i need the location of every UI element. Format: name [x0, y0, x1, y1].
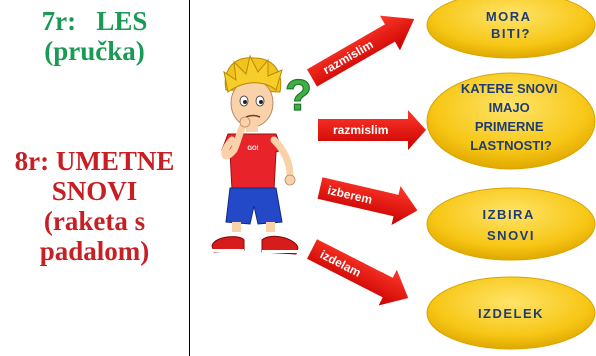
arrow-izberem: izberem	[317, 177, 418, 226]
grade8-text: 8r: UMETNE SNOVI (raketa s padalom)	[0, 146, 189, 266]
arrow-razmislim-1: razmislim	[307, 15, 415, 87]
bubble1-line2: BITI?	[491, 26, 531, 41]
svg-text:KATERE SNOVI IMAJO: KATERE SNOVI IMAJO PRIMERNE LASTNOSTI?	[461, 81, 561, 153]
bubble-mora-biti: MORA BITI?	[426, 0, 596, 59]
bubble2-line4: LASTNOSTI?	[470, 138, 552, 153]
bubble4-line1: IZDELEK	[478, 306, 544, 321]
grade7-title: 7r: LES	[41, 6, 148, 36]
grade8-title: 8r: UMETNE	[14, 146, 175, 176]
grade7-text: 7r: LES (pručka)	[0, 6, 189, 66]
grade8-line4: padalom)	[39, 236, 150, 266]
bubble-katere-snovi: KATERE SNOVI IMAJO PRIMERNE LASTNOSTI?	[426, 72, 596, 170]
grade8-line2: SNOVI	[51, 176, 138, 206]
bubble3-line1: IZBIRA	[483, 207, 535, 222]
thinking-boy-figure: ? GO!	[211, 54, 312, 255]
arrow-izdelam: izdelam	[307, 239, 409, 306]
bubble2-line1: KATERE SNOVI	[461, 81, 558, 96]
svg-text:IZBIRA SNOVI: IZBIRA SNOVI	[483, 207, 540, 243]
grade7-subtitle: (pručka)	[44, 36, 145, 66]
svg-text:MORA BITI?: MORA BITI?	[486, 9, 536, 41]
arrow2-label: razmislim	[333, 123, 388, 137]
bubble2-line3: PRIMERNE	[475, 119, 544, 134]
grade8-line3: (raketa s	[43, 206, 146, 236]
bubble1-line1: MORA	[486, 9, 531, 24]
question-mark-icon: ?	[285, 71, 312, 120]
left-panel: 7r: LES (pručka) 8r: UMETNE SNOVI (raket…	[0, 0, 190, 356]
svg-text:IZDELEK: IZDELEK	[478, 306, 544, 321]
bubble3-line2: SNOVI	[487, 228, 535, 243]
shirt-logo: GO!	[247, 146, 258, 152]
bubble2-line2: IMAJO	[489, 100, 530, 115]
bubble-izbira-snovi: IZBIRA SNOVI	[426, 187, 596, 261]
bubble-izdelek: IZDELEK	[426, 276, 596, 350]
arrow-razmislim-2: razmislim	[318, 110, 426, 150]
